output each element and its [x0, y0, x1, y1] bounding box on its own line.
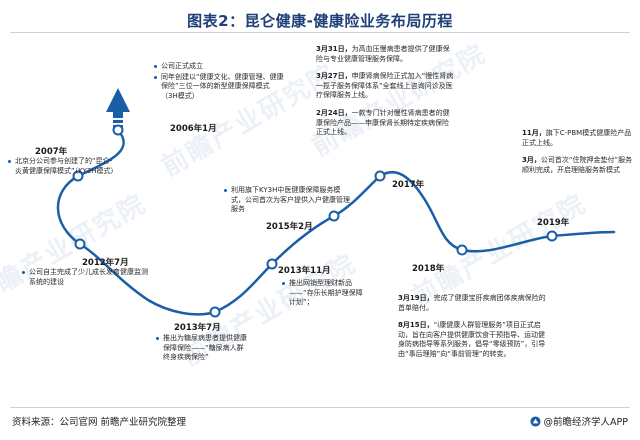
event-paragraph: 公司自主完成了少儿成长发育健康监测系统的建设 — [22, 268, 154, 287]
event-description: 公司首次“住院押金垫付”服务顺利完成，开启理赔服务新模式 — [522, 156, 633, 174]
event-description: 一款专门针对慢性肾病患者的健康保险产品——申康保肾长期特定疾病保险正式上线。 — [316, 108, 450, 137]
event-paragraph: 8月15日，“i康健康人群管理服务”项目正式启动，旨在向客户提供健康饮食干预指导… — [398, 321, 546, 359]
event-paragraph: 3月19日，完成了健康宝肝疾病团体疾病保险的首单赔付。 — [398, 294, 546, 313]
event-paragraph: 北京分公司参与创建了的“昆仑-炎黄健康保障模式”（KY3H模式） — [8, 157, 118, 176]
event-description: 完成了健康宝肝疾病团体疾病保险的首单赔付。 — [398, 294, 546, 312]
event-paragraph: 公司正式成立 — [154, 62, 286, 72]
event-text: 3月19日，完成了健康宝肝疾病团体疾病保险的首单赔付。 8月15日，“i康健康人群… — [398, 294, 546, 360]
year-label: 2019年 — [537, 218, 570, 228]
event-description: 推出为糖尿病患者提供健康保障保险——“糖尿病人群终身疾病保险” — [163, 334, 247, 362]
event-paragraph: 同年创建以“健康文化、健康管理、健康保险”三位一体的新型健康保障模式（3H模式） — [154, 73, 286, 102]
event-text: 公司正式成立同年创建以“健康文化、健康管理、健康保险”三位一体的新型健康保障模式… — [154, 62, 286, 101]
node-dot — [456, 244, 468, 256]
event-date: 3月19日， — [398, 294, 434, 302]
year-label: 2013年7月 — [174, 323, 221, 333]
node-dots — [72, 124, 558, 318]
event-description: 为高血压慢病患者提供了健康保险与专业健康管理服务保障。 — [316, 45, 450, 63]
source-note: 资料来源：公司官网 前瞻产业研究院整理 — [12, 417, 187, 428]
event-description: 公司自主完成了少儿成长发育健康监测系统的建设 — [29, 268, 148, 286]
event-description: 申康肾病保险正式加入“慢性肾病一揽子服务保障体系”全套线上咨询问诊及医疗保障服务… — [316, 72, 454, 100]
event-description: 公司正式成立 — [161, 62, 203, 70]
event-description: 利用旗下KY3H中医健康保障服务模式，公司首次为客户提供入户健康管理服务 — [231, 186, 350, 214]
event-paragraph: 11月，旗下C-PBM模式健康险产品正式上线。 — [522, 129, 634, 148]
title-divider — [10, 32, 630, 33]
event-date: 3月31日， — [316, 45, 352, 53]
event-date: 11月， — [522, 129, 546, 137]
event-text: 推出为糖尿病患者提供健康保障保险——“糖尿病人群终身疾病保险” — [156, 334, 250, 363]
event-date: 3月27日， — [316, 72, 352, 81]
event-paragraph: 3月31日，为高血压慢病患者提供了健康保险与专业健康管理服务保障。 — [316, 45, 454, 64]
event-paragraph: 3月，公司首次“住院押金垫付”服务顺利完成，开启理赔服务新模式 — [522, 156, 634, 175]
node-dot — [328, 210, 340, 222]
node-dot — [112, 124, 124, 136]
event-text: 3月31日，为高血压慢病患者提供了健康保险与专业健康管理服务保障。 3月27日，申… — [316, 45, 454, 138]
year-label: 2007年 — [35, 147, 68, 157]
event-date: 2月24日， — [316, 108, 352, 117]
event-paragraph: 2月24日，一款专门针对慢性肾病患者的健康保险产品——申康保肾长期特定疾病保险正… — [316, 109, 454, 138]
event-text: 11月，旗下C-PBM模式健康险产品正式上线。 3月，公司首次“住院押金垫付”服务… — [522, 129, 634, 175]
node-dot — [72, 170, 84, 182]
node-dot — [209, 306, 221, 318]
event-text: 公司自主完成了少儿成长发育健康监测系统的建设 — [22, 268, 154, 287]
event-description: 推出网销型理财新品——“存乐长期护理保障计划”； — [289, 279, 363, 307]
brand-credit: @前瞻经济学人APP — [529, 414, 628, 428]
node-dot — [374, 170, 386, 182]
event-paragraph: 3月27日，申康肾病保险正式加入“慢性肾病一揽子服务保障体系”全套线上咨询问诊及… — [316, 72, 454, 101]
event-description: 北京分公司参与创建了的“昆仑-炎黄健康保障模式”（KY3H模式） — [15, 157, 118, 175]
event-paragraph: 利用旗下KY3H中医健康保障服务模式，公司首次为客户提供入户健康管理服务 — [224, 186, 352, 215]
node-dot — [266, 258, 278, 270]
footer-divider — [10, 407, 630, 408]
event-text: 利用旗下KY3H中医健康保障服务模式，公司首次为客户提供入户健康管理服务 — [224, 186, 352, 215]
year-label: 2018年 — [412, 264, 445, 274]
brand-text: @前瞻经济学人APP — [543, 417, 628, 428]
event-paragraph: 推出为糖尿病患者提供健康保障保险——“糖尿病人群终身疾病保险” — [156, 334, 250, 363]
event-text: 北京分公司参与创建了的“昆仑-炎黄健康保障模式”（KY3H模式） — [8, 157, 118, 176]
year-label: 2017年 — [392, 180, 425, 190]
year-label: 2013年11月 — [278, 266, 331, 276]
year-label: 2012年7月 — [82, 258, 129, 268]
event-description: 同年创建以“健康文化、健康管理、健康保险”三位一体的新型健康保障模式（3H模式） — [161, 72, 284, 100]
node-dot — [74, 238, 86, 250]
event-description: “i康健康人群管理服务”项目正式启动，旨在向客户提供健康饮食干预指导、运动健身防… — [398, 321, 546, 358]
brand-logo-icon — [529, 415, 541, 427]
event-date: 8月15日， — [398, 321, 434, 330]
page-title: 图表2：昆仑健康-健康险业务布局历程 — [187, 12, 453, 30]
node-dot — [546, 230, 558, 242]
year-label: 2015年2月 — [266, 222, 313, 232]
event-paragraph: 推出网销型理财新品——“存乐长期护理保障计划”； — [282, 279, 364, 308]
event-date: 3月， — [522, 156, 541, 165]
event-text: 推出网销型理财新品——“存乐长期护理保障计划”； — [282, 279, 364, 308]
event-description: 旗下C-PBM模式健康险产品正式上线。 — [522, 129, 632, 147]
year-label: 2006年1月 — [170, 124, 217, 134]
